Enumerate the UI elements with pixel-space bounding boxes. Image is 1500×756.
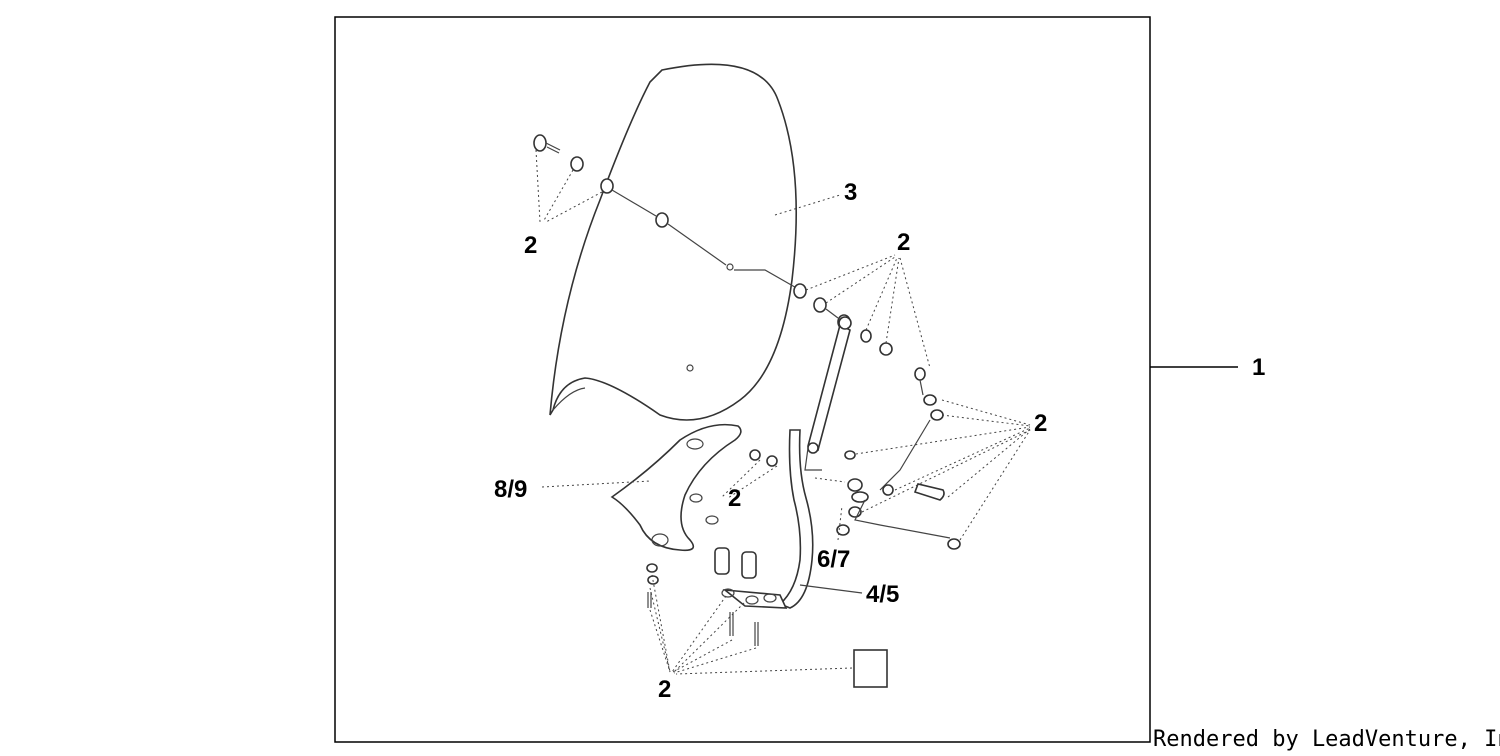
- callout-hardware-upper-right: 2: [897, 229, 910, 256]
- callout-hardware-upper-left: 2: [524, 232, 537, 259]
- callout-screen: 3: [844, 179, 857, 206]
- cover-leader-line: [541, 480, 651, 488]
- callout-hardware-bottom: 2: [658, 676, 671, 703]
- bracket-leader-line: [799, 584, 863, 594]
- callout-cover: 8/9: [494, 476, 527, 503]
- cover-part: [610, 423, 778, 552]
- stay-rod-part: [804, 316, 852, 471]
- bottom-spacers: [714, 547, 759, 646]
- callout-hardware-right: 2: [1034, 410, 1047, 437]
- upper-right-hardware: [793, 254, 931, 369]
- callout-bracket: 4/5: [866, 581, 899, 608]
- callout-kit: 1: [1252, 354, 1265, 381]
- right-hardware: [814, 367, 1031, 550]
- callout-stay: 6/7: [817, 546, 850, 573]
- bottom-hardware: [646, 563, 888, 688]
- stay-leader-line: [837, 505, 843, 541]
- label-tag: [853, 649, 888, 688]
- screen-leader-line: [774, 194, 841, 216]
- windscreen-part: [549, 63, 797, 421]
- callout-hardware-center: 2: [728, 485, 741, 512]
- upper-left-hardware: [533, 134, 801, 291]
- diagram-frame: [334, 16, 1151, 743]
- bracket-part: [721, 429, 814, 609]
- render-credit: Rendered by LeadVenture, Inc.: [1153, 727, 1500, 752]
